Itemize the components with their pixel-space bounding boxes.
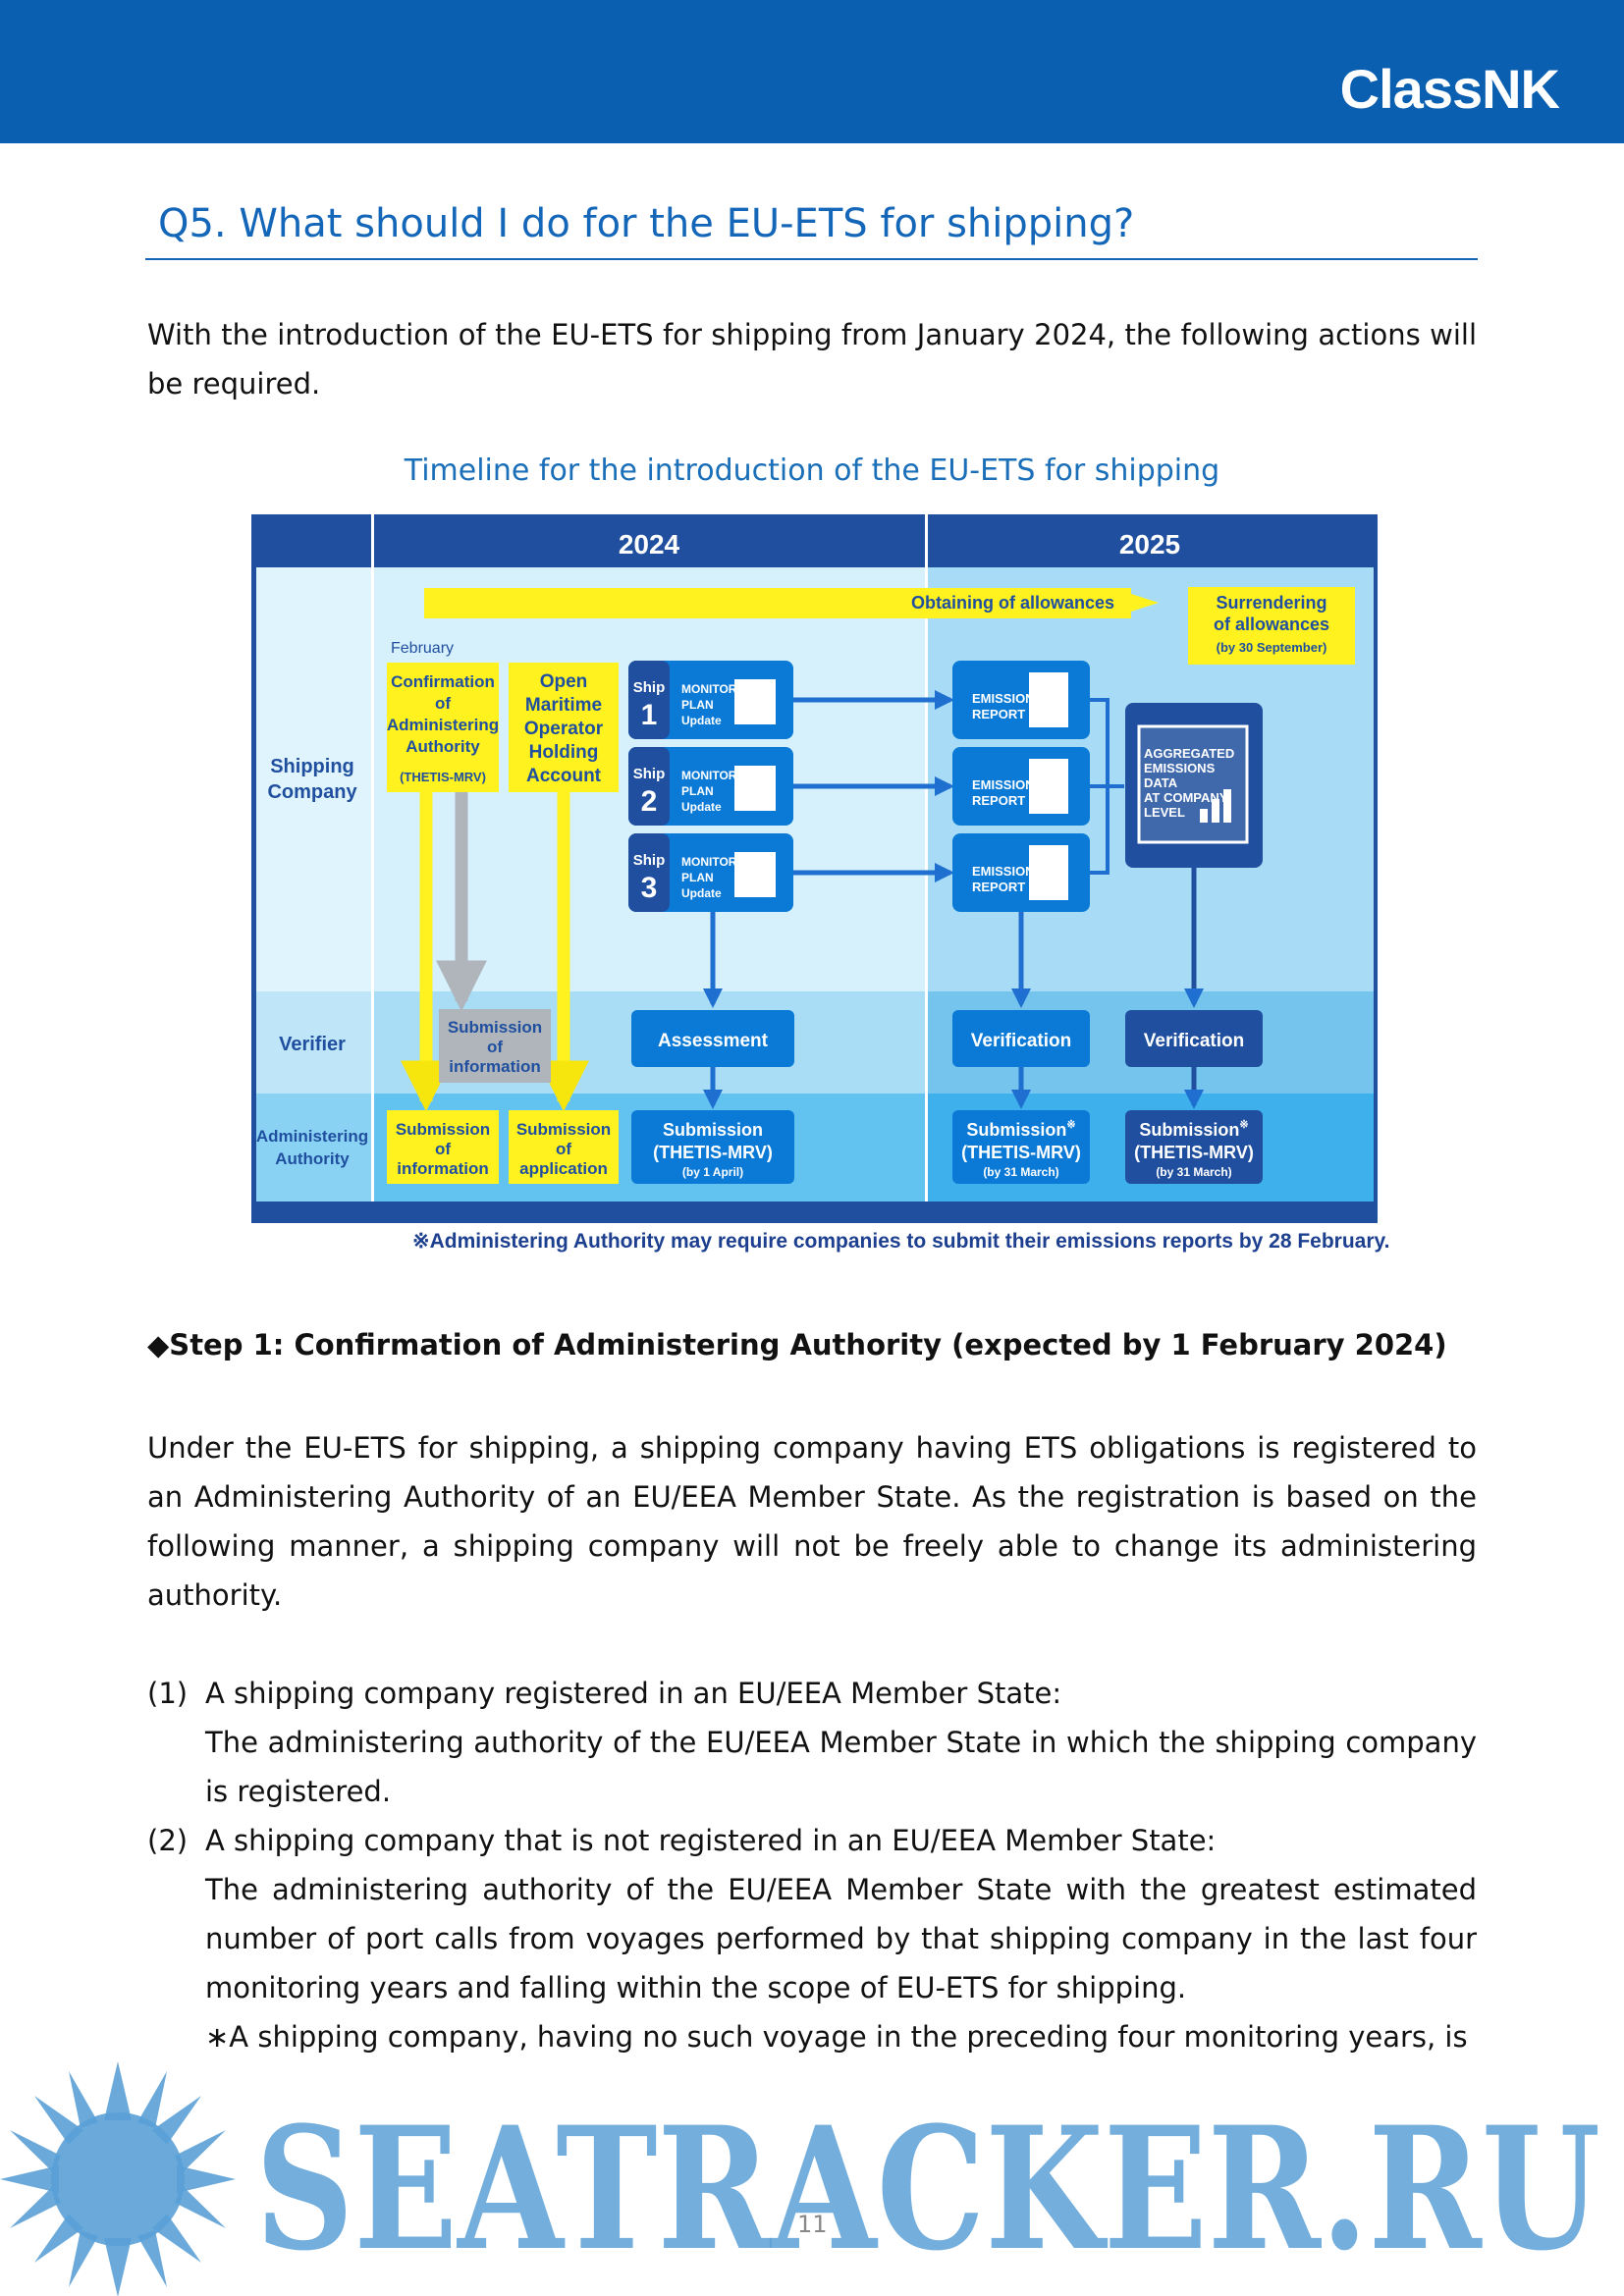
ship-number-3: 3 (641, 872, 658, 904)
authority-submission-info-box (387, 1110, 499, 1184)
verification-box-1 (952, 1010, 1090, 1067)
diagram-title: Timeline for the introduction of the EU-… (404, 454, 1220, 488)
step1-heading: ◆Step 1: Confirmation of Administering A… (147, 1328, 1447, 1362)
list-item-body: The administering authority of the EU/EE… (205, 1873, 1477, 2004)
document-icon-2 (734, 766, 776, 811)
report-icon-2 (1029, 759, 1068, 814)
list-item: (2) A shipping company that is not regis… (147, 1816, 1477, 2061)
verification-box-2 (1125, 1010, 1263, 1067)
thetis-submission-label-3: Submission※(THETIS-MRV) (1134, 1119, 1254, 1162)
question-title: Q5. What should I do for the EU-ETS for … (158, 201, 1135, 246)
list-item-heading: A shipping company registered in an EU/E… (205, 1677, 1062, 1710)
verification-label-1: Verification (971, 1031, 1071, 1051)
obtaining-arrow-head (1131, 594, 1159, 612)
classnk-logo: ClassNK (1339, 58, 1560, 120)
thetis-note-1: (by 1 April) (682, 1165, 743, 1179)
thetis-submission-label-2: Submission※(THETIS-MRV) (961, 1119, 1081, 1162)
header-bar: ClassNK (0, 0, 1624, 143)
authority-submission-app-box (509, 1110, 619, 1184)
ship-number-1: 1 (641, 699, 658, 731)
page-number: 11 (797, 2211, 828, 2238)
omoha-box (509, 663, 619, 792)
list-item-number: (1) (147, 1677, 189, 1710)
ship-label-3: Ship (633, 852, 666, 869)
step1-paragraph: Under the EU-ETS for shipping, a shippin… (147, 1431, 1477, 1612)
list-item-heading: A shipping company that is not registere… (205, 1824, 1217, 1857)
diagram-footnote: ※Administering Authority may require com… (412, 1230, 1390, 1253)
february-label: February (391, 640, 454, 657)
intro-paragraph: With the introduction of the EU-ETS for … (147, 318, 1477, 400)
confirmation-note: (THETIS-MRV) (400, 770, 486, 784)
registration-rules-list: (1) A shipping company registered in an … (147, 1669, 1477, 2061)
list-item-note: ∗A shipping company, having no such voya… (205, 2020, 1468, 2054)
title-underline (145, 258, 1478, 260)
obtaining-allowances-label: Obtaining of allowances (911, 593, 1114, 613)
document-icon-1 (734, 679, 776, 724)
list-item-body: The administering authority of the EU/EE… (205, 1726, 1477, 1808)
verifier-submission-box (439, 1009, 551, 1083)
ship-label-1: Ship (633, 679, 666, 696)
year-divider (925, 514, 928, 1201)
thetis-submission-box-3 (1125, 1110, 1263, 1184)
watermark-text: SEATRACKER.RU (255, 2089, 1600, 2288)
thetis-submission-box-1 (631, 1110, 794, 1184)
year-2025: 2025 (1119, 529, 1180, 560)
list-item-number: (2) (147, 1824, 189, 1857)
thetis-note-3: (by 31 March) (1156, 1165, 1231, 1179)
list-item: (1) A shipping company registered in an … (147, 1669, 1477, 1816)
thetis-note-2: (by 31 March) (983, 1165, 1058, 1179)
assessment-label: Assessment (658, 1031, 769, 1051)
row-label-column (256, 567, 371, 1201)
sun-icon (0, 2061, 236, 2296)
year-2024: 2024 (619, 529, 680, 560)
thetis-submission-box-2 (952, 1110, 1090, 1184)
verification-label-2: Verification (1144, 1031, 1244, 1051)
ship-number-2: 2 (641, 785, 658, 818)
thetis-submission-label-1: Submission(THETIS-MRV) (653, 1120, 773, 1162)
surrendering-note: (by 30 September) (1217, 640, 1327, 655)
report-icon-1 (1029, 672, 1068, 727)
ship-label-2: Ship (633, 766, 666, 782)
watermark: SEATRACKER.RU (0, 2061, 1600, 2296)
confirmation-box (387, 663, 499, 792)
surrendering-box (1188, 587, 1355, 665)
column-divider (371, 514, 374, 1201)
assessment-box (631, 1010, 794, 1067)
document-icon-3 (734, 852, 776, 897)
obtaining-allowances-bar (424, 588, 1131, 618)
bg-2024-verifier (256, 991, 927, 1094)
report-icon-3 (1029, 845, 1068, 900)
row-label-verifier: Verifier (279, 1034, 346, 1055)
